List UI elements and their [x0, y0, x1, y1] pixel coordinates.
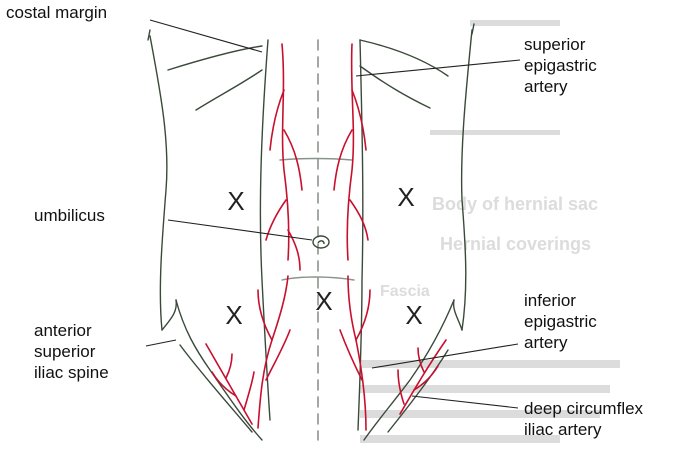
label-line: deep circumflex — [524, 398, 643, 419]
leader-lines — [146, 20, 520, 408]
cross-mark-lower-right: X — [405, 300, 422, 330]
label-deep-circumflex-iliac-artery: deep circumflex iliac artery — [524, 398, 643, 440]
body-outline — [148, 24, 474, 440]
label-inferior-epigastric-artery: inferior epigastric artery — [524, 290, 597, 353]
label-line: epigastric — [524, 55, 597, 76]
leader-superior-epigastric — [356, 60, 520, 76]
label-line: iliac artery — [524, 419, 643, 440]
cross-marks: X X X X X — [225, 182, 422, 330]
label-line: iliac spine — [34, 362, 109, 383]
label-line: superior — [524, 34, 597, 55]
label-line: artery — [524, 332, 597, 353]
label-line: superior — [34, 341, 109, 362]
leader-costal-margin — [150, 20, 262, 52]
label-line: artery — [524, 76, 597, 97]
svg-text:Hernial coverings: Hernial coverings — [440, 234, 591, 254]
label-line: anterior — [34, 320, 109, 341]
label-line: epigastric — [524, 311, 597, 332]
leader-umbilicus — [168, 220, 312, 240]
umbilicus-mark — [313, 236, 329, 248]
label-anterior-superior-iliac-spine: anterior superior iliac spine — [34, 320, 109, 383]
svg-text:Fascia: Fascia — [380, 283, 430, 300]
label-line: inferior — [524, 290, 597, 311]
cross-mark-upper-right: X — [397, 182, 414, 212]
leader-iliac-spine — [146, 340, 176, 346]
label-umbilicus: umbilicus — [34, 205, 105, 226]
cross-mark-lower-middle: X — [315, 286, 332, 316]
label-costal-margin: costal margin — [6, 2, 107, 23]
svg-text:Body of hernial sac: Body of hernial sac — [432, 194, 598, 214]
cross-mark-lower-left: X — [225, 300, 242, 330]
label-superior-epigastric-artery: superior epigastric artery — [524, 34, 597, 97]
leader-deep-circumflex — [412, 396, 518, 408]
cross-mark-upper-left: X — [227, 186, 244, 216]
